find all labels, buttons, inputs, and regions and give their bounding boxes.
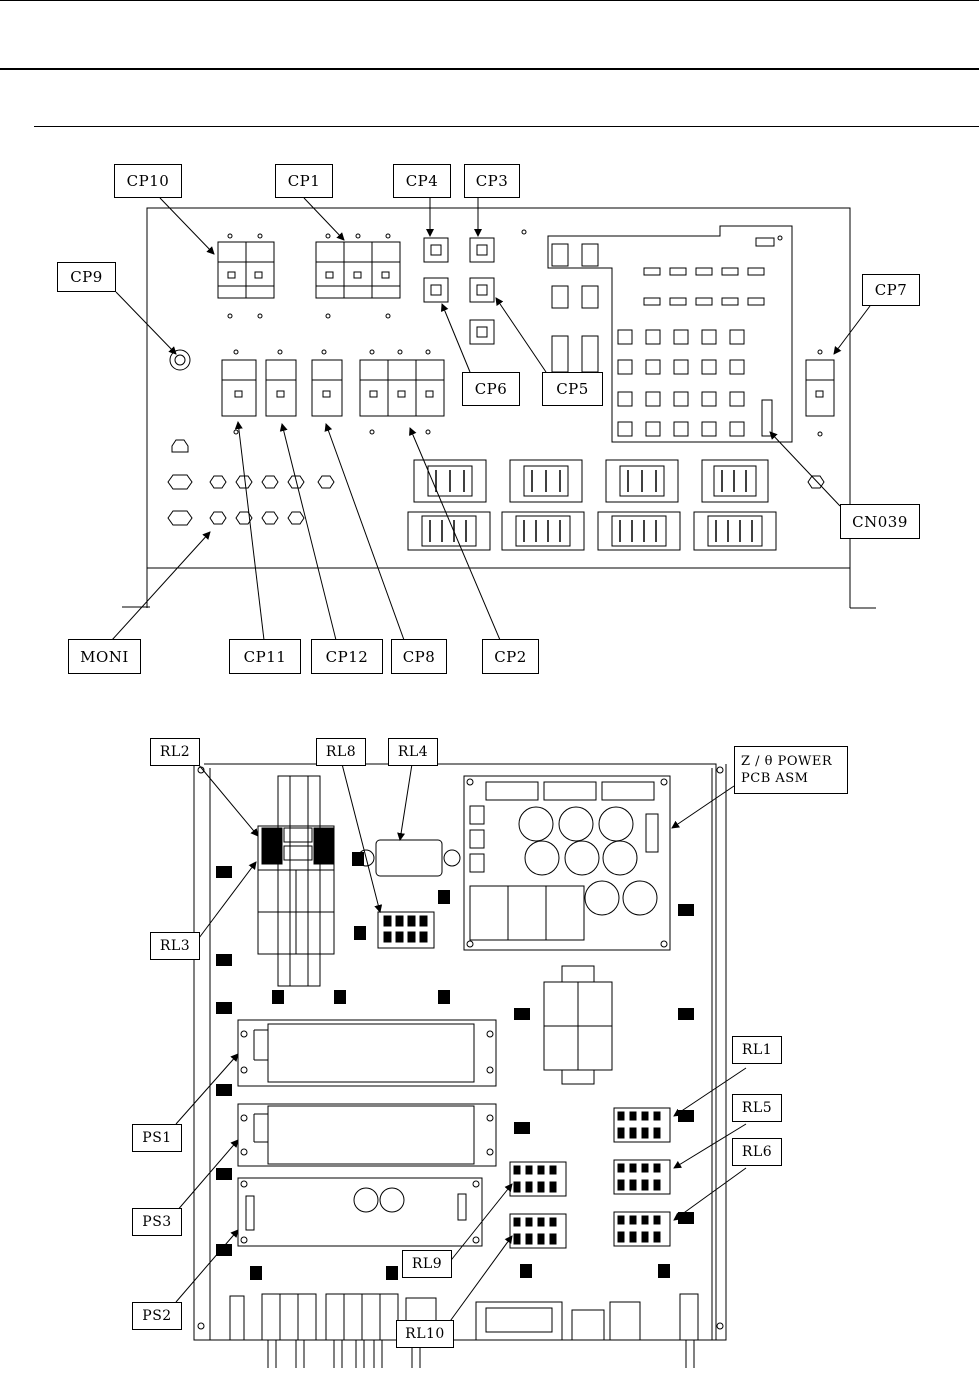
- label-cp12: CP12: [311, 639, 383, 674]
- label-cn039: CN039: [840, 504, 920, 539]
- label-rl8: RL8: [316, 738, 366, 766]
- label-cp4: CP4: [393, 164, 451, 198]
- label-cp5: CP5: [542, 372, 603, 406]
- label-cp9: CP9: [57, 262, 116, 292]
- label-cp1: CP1: [275, 164, 333, 198]
- label-rl5: RL5: [732, 1094, 782, 1122]
- label-ps1: PS1: [132, 1124, 182, 1152]
- label-rl9: RL9: [402, 1250, 452, 1278]
- label-cp2: CP2: [482, 639, 539, 674]
- label-moni: MONI: [68, 639, 141, 674]
- label-rl1: RL1: [732, 1036, 782, 1064]
- label-rl10: RL10: [396, 1320, 454, 1348]
- label-rl3: RL3: [150, 932, 200, 960]
- label-cp6: CP6: [462, 372, 520, 406]
- label-cp10: CP10: [114, 164, 182, 198]
- label-cp11: CP11: [229, 639, 301, 674]
- label-power-pcb-asm: Z / θ POWER PCB ASM: [734, 746, 848, 794]
- label-ps2: PS2: [132, 1302, 182, 1330]
- label-cp8: CP8: [391, 639, 447, 674]
- label-cp3: CP3: [464, 164, 520, 198]
- control-panel-diagram: [0, 0, 979, 700]
- power-pcb-line1: Z / θ POWER: [741, 753, 832, 770]
- label-ps3: PS3: [132, 1208, 182, 1236]
- label-cp7: CP7: [862, 274, 920, 306]
- power-pcb-line2: PCB ASM: [741, 770, 808, 787]
- label-rl2: RL2: [150, 738, 200, 766]
- label-rl4: RL4: [388, 738, 438, 766]
- label-rl6: RL6: [732, 1138, 782, 1166]
